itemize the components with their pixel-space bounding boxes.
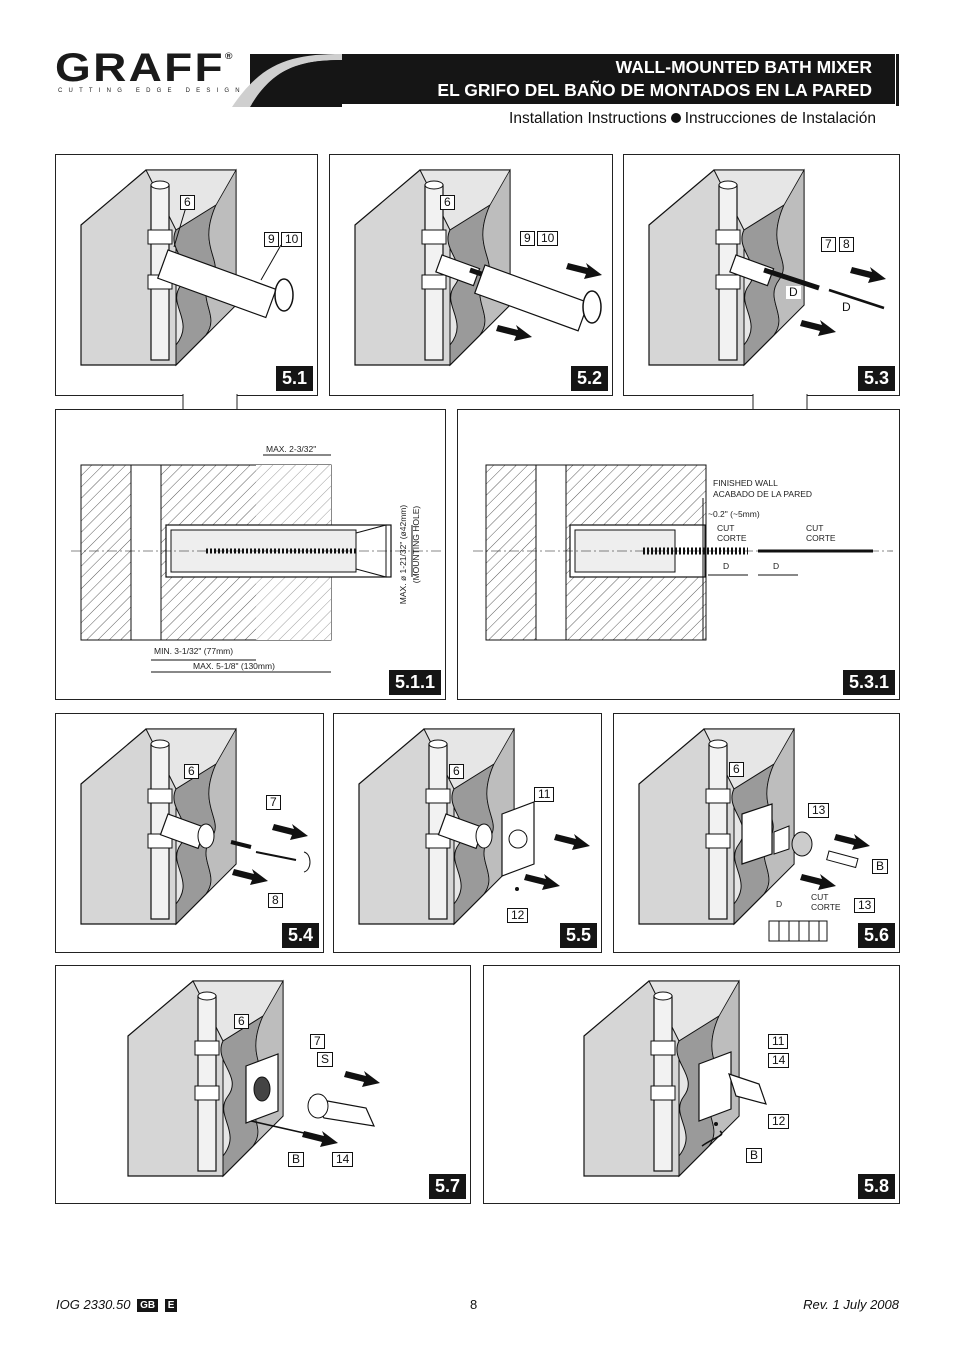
step-number-5-4: 5.4: [281, 923, 319, 948]
illustration-5-8: [583, 980, 767, 1177]
panel-step-5-2: 6 9 10 5.2: [329, 154, 613, 396]
step-number-5-5: 5.5: [559, 923, 597, 948]
dimension-min-bottom: MIN. 3-1/32" (77mm): [154, 646, 234, 656]
language-badge-gb: GB: [137, 1299, 159, 1312]
corte-label: CORTE: [811, 902, 841, 912]
cut-label: CUT: [811, 892, 829, 902]
illustration-5-7: [127, 980, 380, 1177]
step-number-5-1-1: 5.1.1: [388, 670, 441, 695]
part-label-6: 6: [729, 762, 744, 777]
step-number-5-6: 5.6: [857, 923, 895, 948]
brand-logo: GRAFF®: [55, 46, 235, 90]
part-label-8: 8: [268, 893, 283, 908]
dimension-d: D: [839, 301, 854, 314]
part-label-b: B: [746, 1148, 763, 1163]
title-bar: [250, 54, 895, 104]
part-label-7: 7: [821, 237, 836, 252]
step-number-5-3: 5.3: [857, 366, 895, 391]
dimension-max-bottom: MAX. 5-1/8" (130mm): [193, 661, 275, 671]
step-number-5-8: 5.8: [857, 1174, 895, 1199]
step-number-5-3-1: 5.3.1: [842, 670, 895, 695]
dimension-d: D: [723, 561, 730, 571]
title-rule: [896, 54, 899, 106]
gap-label: ~0.2" (~5mm): [708, 509, 760, 519]
part-label-6: 6: [440, 195, 455, 210]
section-drawing-5-3-1: [473, 464, 893, 641]
dimension-vertical-1: MAX. ø 1-21/32" (ø42mm): [398, 504, 409, 605]
step-number-5-2: 5.2: [570, 366, 608, 391]
panel-step-5-6: 6 13 B 13 CUT CORTE D 5.6: [613, 713, 900, 953]
language-badge-e: E: [164, 1299, 178, 1312]
part-label-b: B: [288, 1152, 305, 1167]
section-drawing-5-1-1: [71, 454, 441, 673]
panel-step-5-5: 6 11 12 5.5: [333, 713, 602, 953]
part-label-6: 6: [234, 1014, 249, 1029]
title-spanish: EL GRIFO DEL BAÑO DE MONTADOS EN LA PARE…: [437, 80, 872, 100]
dimension-vertical-2: (MOUNTING HOLE): [411, 505, 422, 584]
part-label-10: 10: [281, 232, 303, 247]
part-label-6: 6: [184, 764, 199, 779]
corte-label: CORTE: [717, 533, 747, 543]
illustration-5-4: [80, 728, 311, 925]
part-label-12: 12: [507, 908, 529, 923]
revision-date: Rev. 1 July 2008: [803, 1297, 899, 1312]
part-label-10: 10: [537, 231, 559, 246]
part-label-11: 11: [768, 1034, 789, 1049]
dimension-max-top: MAX. 2-3/32": [266, 444, 317, 454]
illustration-5-1: [80, 169, 294, 366]
corte-label: CORTE: [806, 533, 836, 543]
part-label-b: B: [872, 859, 889, 874]
part-label-13: 13: [808, 803, 830, 818]
dimension-d: D: [776, 899, 783, 909]
bullet-icon: [670, 113, 681, 123]
part-label-6: 6: [449, 764, 464, 779]
acabado-label: ACABADO DE LA PARED: [713, 489, 813, 499]
illustration-5-3: [648, 169, 886, 366]
illustration-5-5: [358, 728, 590, 925]
panel-step-5-1: 6 9 10 5.1: [55, 154, 318, 396]
subtitle: Installation Instructions Instrucciones d…: [509, 110, 876, 128]
page-number: 8: [470, 1297, 478, 1312]
illustration-5-2: [354, 169, 602, 366]
panel-step-5-1-1: MAX. 2-3/32" MIN. 3-1/32" (77mm) MAX. 5-…: [55, 409, 446, 700]
part-label-9: 9: [264, 232, 279, 247]
part-label-6: 6: [180, 195, 195, 210]
part-label-s: S: [317, 1052, 334, 1067]
part-label-14: 14: [768, 1053, 790, 1068]
part-label-8: 8: [839, 237, 854, 252]
step-number-5-1: 5.1: [275, 366, 313, 391]
subtitle-english: Installation Instructions: [509, 110, 667, 127]
panel-step-5-8: 11 14 12 B 5.8: [483, 965, 900, 1204]
cut-label: CUT: [717, 523, 735, 533]
part-label-7: 7: [310, 1034, 325, 1049]
part-label-14: 14: [332, 1152, 354, 1167]
part-label-9: 9: [520, 231, 535, 246]
cut-label: CUT: [806, 523, 824, 533]
panel-step-5-3-1: FINISHED WALL ACABADO DE LA PARED ~0.2" …: [457, 409, 900, 700]
title-english: WALL-MOUNTED BATH MIXER: [615, 57, 872, 77]
part-label-13: 13: [854, 898, 876, 913]
panel-step-5-4: 6 7 8 5.4: [55, 713, 324, 953]
document-code: IOG 2330.50 GB E: [56, 1297, 178, 1312]
panel-step-5-7: 6 7 S B 14 5.7: [55, 965, 471, 1204]
brand-tagline: CUTTING EDGE DESIGN: [58, 88, 246, 94]
title-swoosh-decoration: [232, 54, 342, 107]
subtitle-spanish: Instrucciones de Instalación: [684, 110, 876, 127]
finished-wall-label: FINISHED WALL: [713, 478, 778, 488]
step-number-5-7: 5.7: [428, 1174, 466, 1199]
dimension-d: D: [773, 561, 780, 571]
illustration-5-6: [638, 728, 870, 942]
part-label-7: 7: [266, 795, 281, 810]
panel-step-5-3: 7 8 D D 5.3: [623, 154, 900, 396]
dimension-d: D: [786, 286, 801, 299]
part-label-12: 12: [768, 1114, 790, 1129]
part-label-11: 11: [534, 787, 555, 802]
